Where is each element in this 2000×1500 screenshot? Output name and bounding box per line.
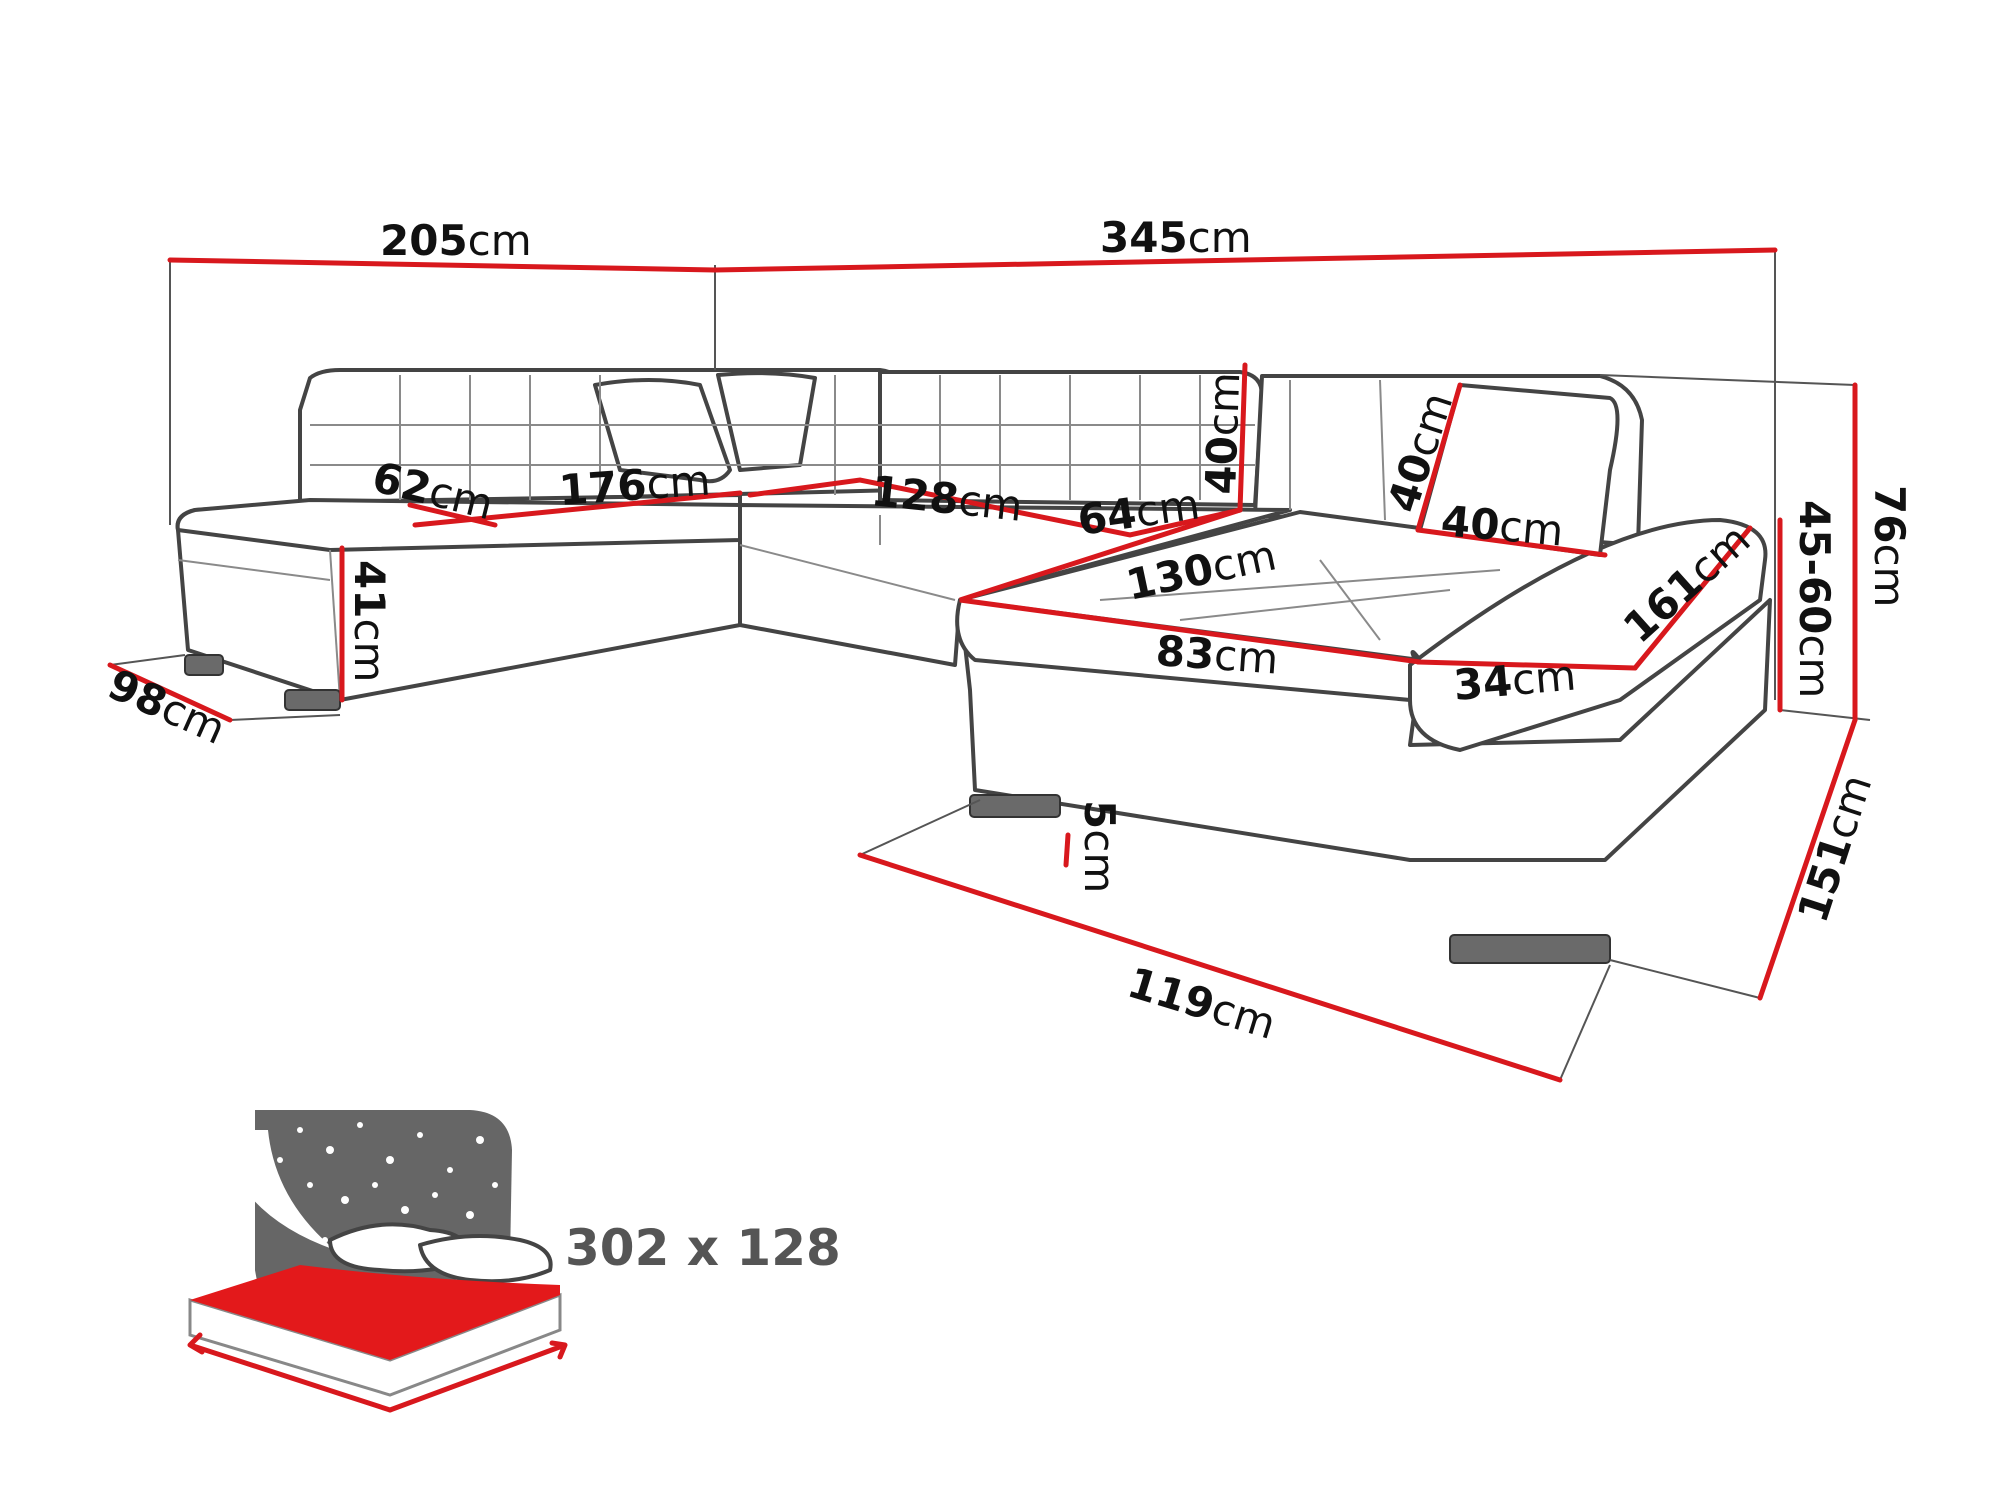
dim-left-seat-length: 176cm: [557, 456, 712, 515]
dim-right-chaise-front: 119cm: [1122, 958, 1281, 1049]
dim-middle-seat-length: 128cm: [869, 466, 1025, 531]
dim-armrest-width: 34cm: [1452, 650, 1578, 709]
left-foot-1: [184, 654, 224, 676]
dim-right-chaise-depth: 151cm: [1788, 769, 1881, 928]
right-armrest: [1408, 518, 1768, 752]
right-pillow: [1418, 383, 1620, 557]
left-foot-2: [284, 689, 341, 711]
bed-surface: [190, 1265, 560, 1360]
dim-top-left-width: 205cm: [380, 216, 532, 265]
dim-back-cushion-height: 40cm: [1196, 371, 1249, 495]
bed-size-label: 302 x 128: [565, 1219, 841, 1277]
dim-seat-height-left: 41cm: [345, 560, 394, 682]
right-foot-2: [1449, 934, 1611, 964]
sofa-drawing: [175, 368, 1772, 964]
left-pillow-1: [593, 378, 732, 484]
red-dimension-lines: [107, 247, 1858, 1083]
dim-seat-height-range: 45-60cm: [1790, 500, 1839, 698]
dim-leg-height: 5cm: [1075, 800, 1124, 893]
dim-pillow-width: 40cm: [1439, 496, 1565, 555]
dim-right-chaise-seat: 83cm: [1154, 626, 1280, 683]
dim-total-height: 76cm: [1865, 485, 1914, 607]
left-pillow-2: [716, 371, 817, 472]
right-foot-1: [969, 794, 1061, 818]
dim-middle-seat-depth: 64cm: [1075, 479, 1203, 545]
dimension-labels: 205cm 345cm 62cm 176cm 128cm 64cm 40cm 4…: [101, 213, 1914, 1049]
guide-lines: [109, 250, 1871, 1081]
dim-top-right-width: 345cm: [1100, 213, 1252, 262]
bed-with-stars-icon: [187, 1110, 568, 1413]
